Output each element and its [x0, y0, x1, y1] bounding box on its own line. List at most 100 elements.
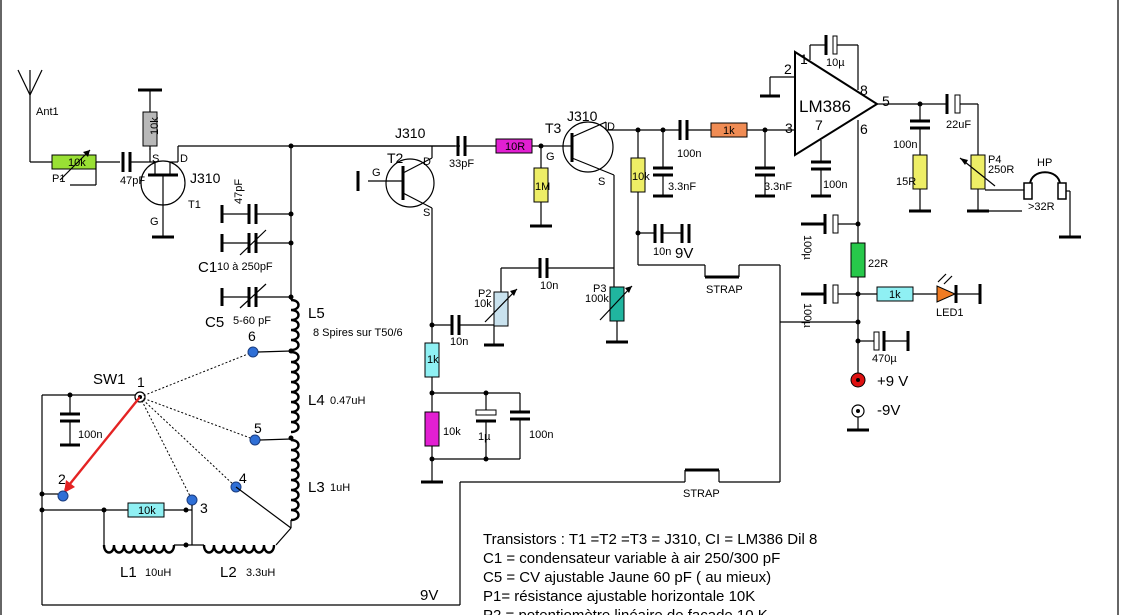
resistor-15r: 15R: [896, 154, 931, 213]
resistor-10k-src: 10k: [424, 411, 461, 447]
t1-type: J310: [190, 170, 221, 186]
r15-value: 15R: [896, 176, 916, 188]
p3-ref: P3: [593, 283, 606, 295]
sw1-p5: 5: [254, 420, 262, 436]
c22u-value: 22uF: [946, 119, 971, 131]
c47p-value: 47pF: [233, 179, 245, 204]
supply-negative[interactable]: -9V: [847, 402, 900, 432]
led-ref: LED1: [936, 307, 964, 319]
c100n-src-value: 100n: [529, 429, 553, 441]
r10-value: 10R: [505, 141, 525, 153]
variable-capacitor-c5[interactable]: C5 5-60 pF: [205, 283, 291, 331]
c5-ref: C5: [205, 314, 224, 331]
sw-contact-3[interactable]: [186, 494, 198, 506]
c10n-c-value: 10n: [540, 280, 558, 292]
sw-contact-2[interactable]: [57, 490, 69, 502]
coil-l3: L3 1uH: [290, 438, 350, 522]
capacitor-100u-b: 100µ: [801, 284, 877, 328]
l1-ref: L1: [120, 564, 137, 581]
resistor-10r: 10R: [495, 138, 533, 154]
potentiometer-p3[interactable]: P3 100k: [585, 283, 633, 344]
rgate-value: 10k: [149, 117, 161, 135]
sw1-p6: 6: [248, 328, 256, 344]
sw-contact-5[interactable]: [249, 434, 261, 446]
l1-value: 10uH: [145, 567, 171, 579]
c3n3-a-value: 3.3nF: [668, 181, 696, 193]
capacitor-470u: 470µ: [858, 331, 910, 365]
l2-ref: L2: [220, 564, 237, 581]
rdrain-value: 10k: [632, 171, 650, 183]
t2-d: D: [423, 156, 431, 168]
sw1-p1: 1: [137, 374, 145, 390]
resistor-1k-src: 1k: [424, 342, 440, 378]
l4-ref: L4: [308, 392, 325, 409]
sw-contact-6[interactable]: [247, 346, 259, 358]
switch-sw1[interactable]: SW1 1: [64, 351, 254, 501]
l2-value: 3.3uH: [246, 567, 275, 579]
p4-ref: P4: [988, 154, 1001, 166]
c100n-c-value: 100n: [893, 139, 917, 151]
ic-p2: 2: [784, 61, 792, 77]
ic-lm386: LM386 1 2 3 5 6 7 8: [784, 50, 890, 157]
note-line-5: P2 = potentiomètre linéaire de façade 10…: [483, 607, 768, 615]
t3-d: D: [607, 121, 615, 133]
capacitor-33pf: 33pF: [449, 136, 474, 170]
p1-ref: P1: [52, 173, 65, 185]
transistor-t2: G D S T2: [356, 150, 435, 219]
t1-d: D: [180, 153, 188, 165]
c100n-sw-value: 100n: [78, 429, 102, 441]
c100u-b-value: 100µ: [801, 303, 813, 328]
resistor-10k-gray: 10k: [138, 88, 162, 150]
notes: Transistors : T1 =T2 =T3 = J310, CI = LM…: [483, 531, 817, 615]
r1m-value: 1M: [535, 181, 550, 193]
capacitor-3n3-b: 3.3nF: [755, 130, 792, 198]
hp-value: >32R: [1028, 201, 1055, 213]
resistor-22r: 22R: [850, 242, 888, 278]
headphones-hp: HP >32R: [1022, 157, 1081, 239]
r1k-a-value: 1k: [723, 125, 735, 137]
potentiometer-p2[interactable]: P2 10k: [474, 268, 518, 327]
potentiometer-p4[interactable]: P4 250R: [959, 154, 1014, 213]
c1-value: 10 à 250pF: [217, 261, 273, 273]
capacitor-10u: 10µ: [824, 35, 845, 69]
capacitor-100n-a: 100n: [677, 120, 701, 160]
t3-ref: T3: [545, 120, 562, 136]
strap-1[interactable]: STRAP: [704, 265, 743, 296]
top-j310-label: J310: [395, 125, 426, 141]
c100n-a-value: 100n: [677, 148, 701, 160]
note-line-3: C5 = CV ajustable Jaune 60 pF ( au mieux…: [483, 569, 771, 586]
capacitor-47pf: 47pF: [220, 179, 291, 224]
strap2-text: STRAP: [683, 488, 720, 500]
r1k-led-value: 1k: [889, 289, 901, 301]
l3-value: 1uH: [330, 482, 350, 494]
coil-l4: L4 0.47uH: [290, 350, 366, 434]
t3-type: J310: [567, 108, 598, 124]
variable-capacitor-c1[interactable]: C1 10 à 250pF: [198, 229, 291, 276]
note-line-1: Transistors : T1 =T2 =T3 = J310, CI = LM…: [483, 531, 817, 548]
supply-positive[interactable]: +9 V: [850, 372, 908, 390]
potentiometer-p1[interactable]: 10k P1: [51, 149, 97, 186]
resistor-1k-led: 1k: [876, 286, 914, 302]
c1-ref: C1: [198, 259, 217, 276]
c470u-value: 470µ: [872, 353, 897, 365]
c3n3-b-value: 3.3nF: [764, 181, 792, 193]
hp-ref: HP: [1037, 157, 1052, 169]
t1-g: G: [150, 216, 159, 228]
l5-ref: L5: [308, 305, 325, 322]
r10k-src-value: 10k: [443, 426, 461, 438]
c10u-value: 10µ: [826, 57, 845, 69]
c33-value: 33pF: [449, 158, 474, 170]
t3-s: S: [598, 176, 605, 188]
strap-2[interactable]: STRAP: [683, 468, 720, 500]
supply-neg-text: -9V: [877, 402, 900, 419]
r10k-sw-value: 10k: [138, 505, 156, 517]
led1: LED1: [936, 273, 982, 319]
capacitor-100n-sw: 100n: [60, 395, 102, 447]
c1u-value: 1µ: [478, 431, 491, 443]
resistor-1m: 1M G: [530, 146, 555, 228]
v9-top-label: 9V: [675, 245, 693, 262]
capacitor-22u: 22uF: [945, 94, 971, 131]
coil-l5: L5 8 Spires sur T50/6: [290, 298, 403, 352]
ic-p5: 5: [882, 93, 890, 109]
